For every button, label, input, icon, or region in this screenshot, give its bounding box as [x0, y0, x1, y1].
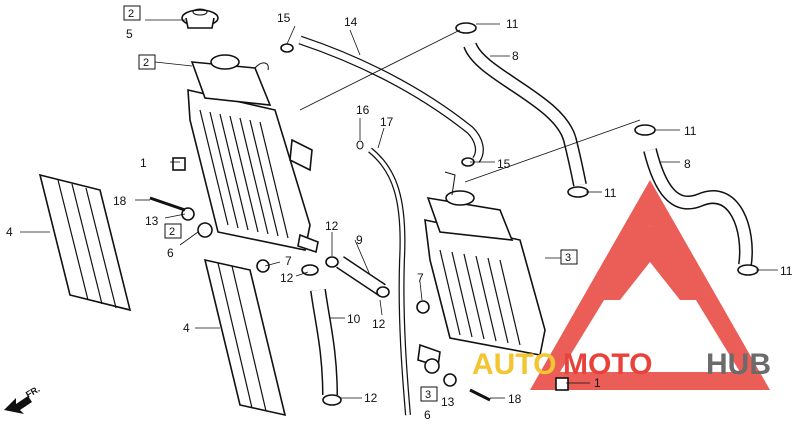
- right-radiator: [417, 171, 546, 368]
- callout-11-right: 11: [684, 124, 697, 138]
- callout-11-mid: 11: [604, 186, 617, 200]
- watermark-auto: AUTO: [472, 348, 556, 381]
- callouts: 2 5 2 2 15 14 11 8 16 17 15 11 8 11 11 1…: [6, 5, 793, 422]
- callout-6-right: 6: [424, 408, 431, 422]
- callout-11-low: 11: [780, 264, 793, 278]
- hose-17: [368, 147, 411, 416]
- callout-14: 14: [344, 15, 358, 29]
- callout-3-lower: 3: [425, 389, 431, 401]
- callout-7-right: 7: [417, 271, 424, 285]
- hose-8-upper: [463, 41, 587, 187]
- watermark-moto: MOTO: [563, 348, 652, 381]
- callout-2-lower: 2: [169, 226, 175, 238]
- callout-4-lower: 4: [183, 321, 190, 335]
- callout-13-right: 13: [441, 395, 455, 409]
- callout-13-left: 13: [145, 214, 159, 228]
- callout-17: 17: [380, 115, 394, 129]
- callout-8-top: 8: [512, 49, 519, 63]
- watermark-text: AUTO MOTO HUB: [472, 348, 771, 381]
- hose-8-lower: [643, 148, 753, 266]
- callout-15-top: 15: [277, 11, 291, 25]
- left-radiator: [187, 54, 319, 254]
- hose-9: [336, 256, 386, 296]
- mount-parts: [149, 157, 569, 402]
- callout-15-mid: 15: [497, 157, 511, 171]
- callout-8-right: 8: [684, 157, 691, 171]
- callout-2-radiator: 2: [143, 57, 149, 69]
- callout-6-left: 6: [167, 246, 174, 260]
- callout-5: 5: [126, 27, 133, 41]
- left-grille-lower: [203, 258, 287, 417]
- callout-12-b: 12: [325, 219, 339, 233]
- watermark-hub: HUB: [706, 348, 771, 381]
- radiator-cap: [181, 8, 219, 29]
- leader-lines: [20, 19, 778, 399]
- callout-9: 9: [356, 233, 363, 247]
- clamps: [280, 22, 759, 406]
- callout-7-left: 7: [285, 254, 292, 268]
- callout-18-right: 18: [508, 392, 522, 406]
- left-grille-upper: [38, 173, 132, 312]
- watermark-logo: [530, 180, 770, 390]
- callout-12-d: 12: [364, 391, 378, 405]
- callout-2-top: 2: [128, 8, 134, 20]
- callout-12-c: 12: [372, 317, 386, 331]
- callout-4-left: 4: [6, 225, 13, 239]
- callout-10: 10: [347, 312, 361, 326]
- callout-3-right: 3: [565, 252, 571, 264]
- hose-14: [298, 35, 484, 163]
- callout-12-a: 12: [280, 271, 294, 285]
- callout-1-left: 1: [140, 156, 147, 170]
- callout-18-left: 18: [113, 194, 127, 208]
- callout-11-top: 11: [506, 17, 519, 31]
- callout-1-right: 1: [594, 376, 601, 390]
- hose-10: [310, 288, 338, 396]
- front-arrow-label: FR.: [24, 384, 42, 400]
- callout-16: 16: [356, 103, 370, 117]
- front-arrow: FR.: [4, 384, 42, 414]
